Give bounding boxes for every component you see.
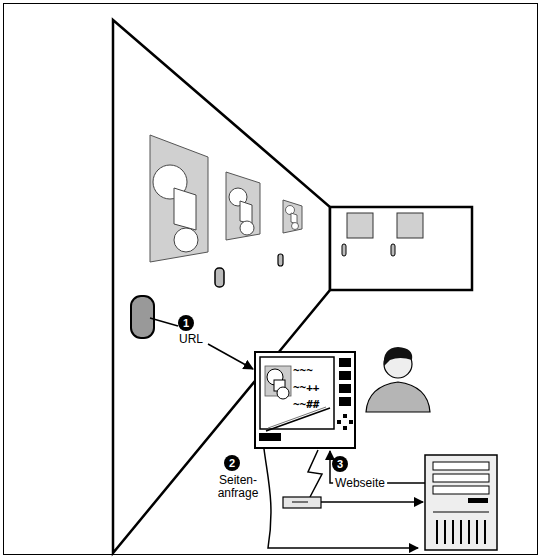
screen-text: ~~~	[293, 362, 333, 379]
url-tag	[131, 296, 154, 338]
wireless-bolt	[308, 450, 322, 497]
request-line	[264, 449, 418, 548]
server	[425, 455, 497, 550]
screen-text: ~~++	[293, 379, 333, 396]
painting	[226, 172, 260, 240]
callout-number: 3	[332, 456, 348, 472]
arrow-label: Seiten- anfrage	[213, 474, 263, 500]
monitor	[255, 352, 355, 448]
callout-number: 1	[178, 315, 194, 331]
url-tag	[215, 268, 224, 287]
painting	[397, 213, 423, 238]
frame	[4, 4, 538, 555]
router	[283, 497, 321, 508]
painting	[150, 135, 208, 262]
painting	[283, 200, 302, 233]
url-tag	[278, 254, 283, 266]
back-wall	[330, 207, 472, 290]
url-tag	[342, 244, 346, 256]
leader-line	[150, 318, 178, 326]
request-line	[321, 501, 423, 503]
url-tag	[391, 244, 395, 256]
screen-panel: ~~~~~++~~##	[293, 362, 333, 418]
painting	[347, 213, 373, 238]
left-wall	[113, 20, 330, 553]
person	[366, 347, 430, 412]
arrow-label: Webseite	[333, 477, 387, 490]
arrow-label: URL	[177, 333, 205, 346]
callout-number: 2	[224, 455, 240, 471]
url-arrow	[208, 344, 253, 369]
screen-text: ~~##	[293, 396, 333, 413]
